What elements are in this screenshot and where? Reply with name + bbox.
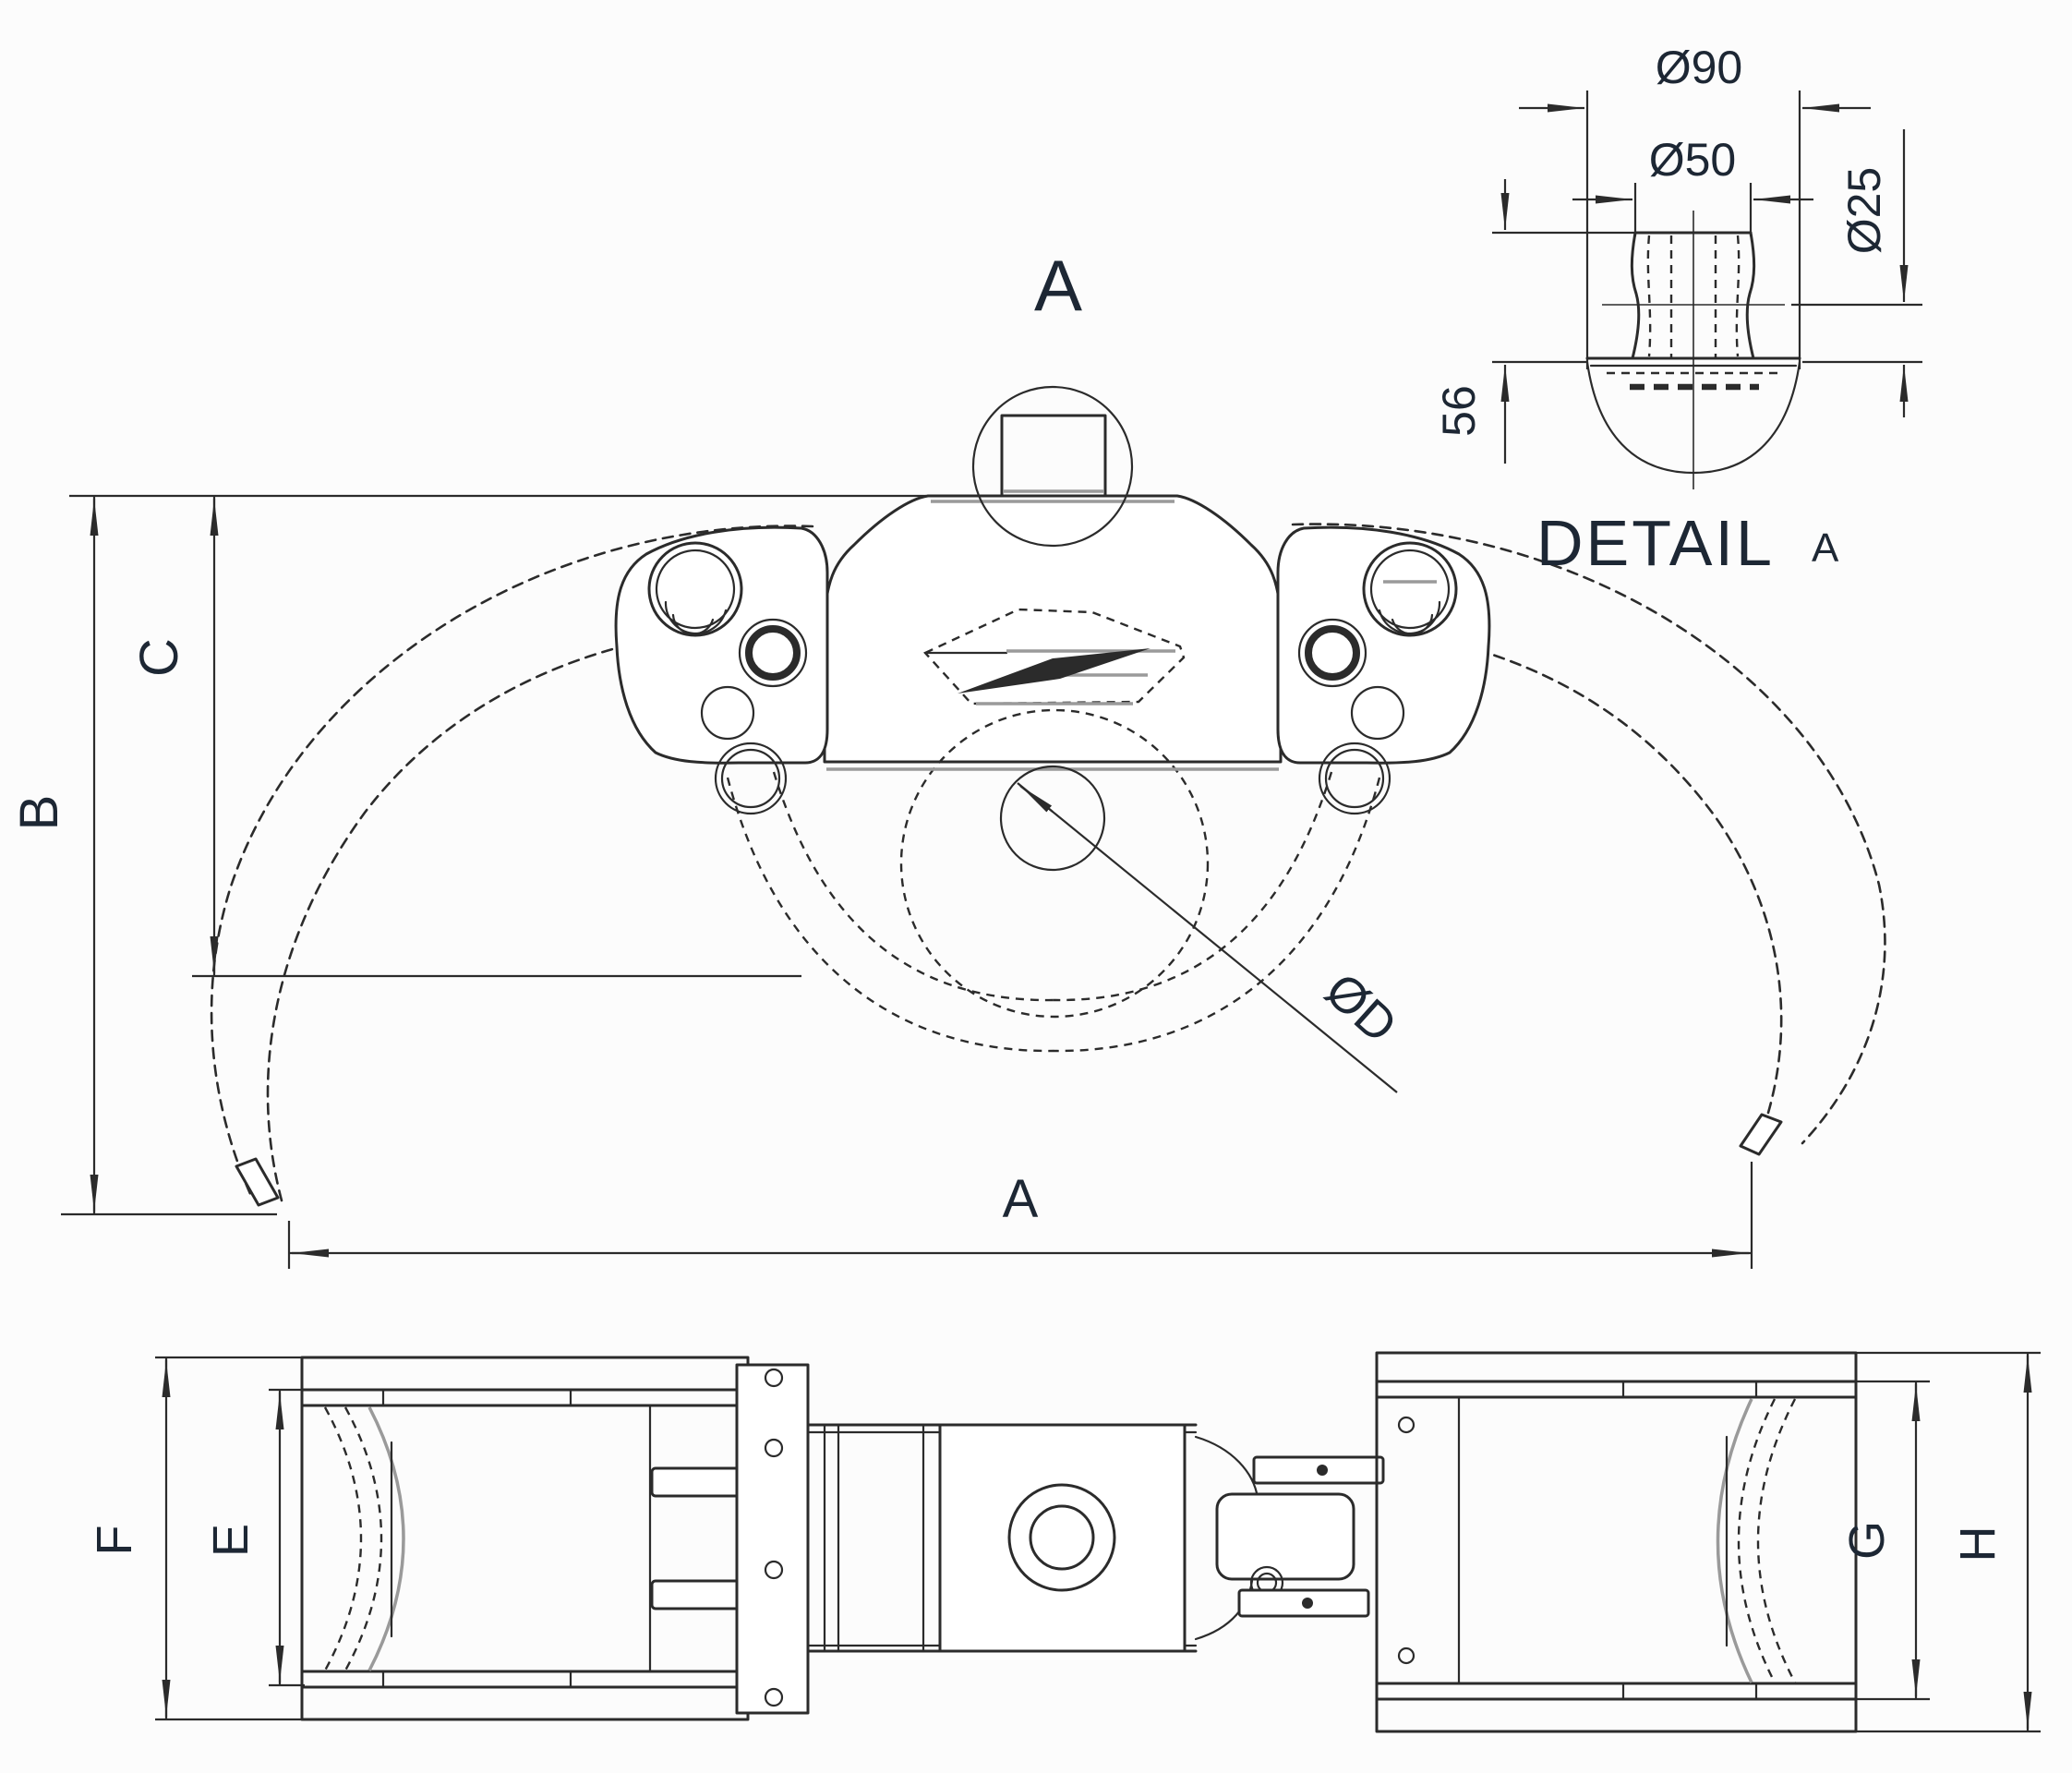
body-cutout <box>923 608 1186 706</box>
claw-tip-right <box>1739 1113 1783 1156</box>
dimension-d90: Ø90 <box>1519 42 1871 369</box>
dimension-d50: Ø50 <box>1572 134 1813 236</box>
dim-A-label: A <box>1003 1169 1039 1229</box>
rotator-ring-inner <box>1029 1504 1095 1571</box>
centre-frame <box>807 1423 1198 1653</box>
detail-callout-circle <box>971 385 1134 548</box>
bottom-view: F E G H <box>87 1351 2041 1733</box>
detail-title: DETAIL <box>1536 507 1775 579</box>
dim-C-label: C <box>129 638 189 677</box>
detail-part <box>1585 211 1801 489</box>
pivot-pins-right <box>1297 541 1458 815</box>
right-claw-block <box>1375 1351 1858 1733</box>
dim-G-label: G <box>1839 1521 1895 1560</box>
dimension-B: B <box>9 494 926 1216</box>
closed-claw-phantom <box>726 708 1381 1053</box>
dim-56-label: 56 <box>1433 385 1485 437</box>
rotator-body <box>938 1423 1187 1653</box>
dimension-A: A <box>287 1162 1753 1269</box>
grapple-body <box>823 494 1283 764</box>
pivot-housing-right <box>1276 525 1491 765</box>
grab-diameter-circle <box>899 708 1210 1019</box>
dimension-C: C <box>129 496 801 978</box>
dim-d90-label: Ø90 <box>1656 42 1743 93</box>
detail-title-ref: A <box>1812 525 1839 571</box>
dimension-d25: Ø25 <box>1791 129 1922 417</box>
dim-H-label: H <box>1950 1526 2006 1562</box>
left-claw-block <box>300 1356 810 1721</box>
dim-F-label: F <box>87 1526 142 1556</box>
rotator-shaft-circle <box>999 765 1106 872</box>
dimension-H: H <box>1856 1351 2041 1733</box>
dimension-E: E <box>203 1388 305 1687</box>
pivot-housing-left <box>614 525 829 765</box>
pointer-needle <box>958 648 1150 694</box>
claw-arm-left <box>210 525 814 1202</box>
grab-diameter-leader: ØD <box>1017 782 1407 1093</box>
dimension-G: G <box>1839 1380 1930 1701</box>
dim-d25-label: Ø25 <box>1838 167 1890 255</box>
dim-B-label: B <box>9 795 69 831</box>
dimension-56: 56 <box>1433 179 1635 464</box>
dim-E-label: E <box>203 1524 259 1557</box>
pivot-pins-left <box>647 541 808 815</box>
claw-arm-right <box>1291 523 1886 1145</box>
grab-diameter-label: ØD <box>1315 962 1407 1054</box>
dimension-F: F <box>87 1356 305 1721</box>
right-linkage <box>1194 1435 1385 1641</box>
rotator-ring-outer <box>1007 1483 1116 1592</box>
detail-view: Ø90 Ø50 Ø25 56 DETAIL A <box>1433 42 1922 579</box>
front-view: A ØD B <box>9 245 1886 1269</box>
claw-tip-left <box>235 1157 280 1207</box>
dim-d50-label: Ø50 <box>1649 134 1737 186</box>
detail-callout-label: A <box>1034 245 1082 326</box>
lifting-lug <box>1000 414 1107 498</box>
